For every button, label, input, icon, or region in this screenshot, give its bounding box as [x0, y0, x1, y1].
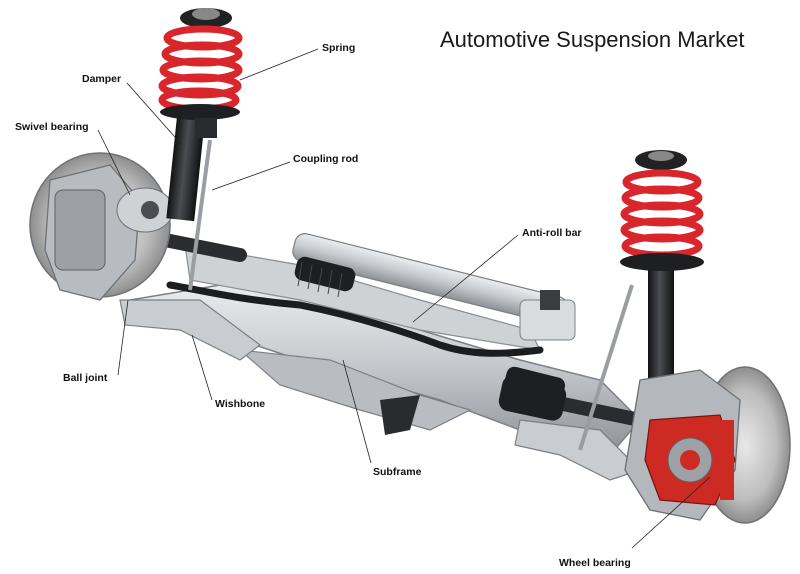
- label-subframe: Subframe: [373, 466, 422, 478]
- label-anti-roll-bar: Anti-roll bar: [522, 227, 582, 239]
- label-spring: Spring: [322, 42, 356, 54]
- leader-lines: [97, 48, 711, 549]
- leader-damper: [126, 82, 183, 146]
- label-wheel-bearing: Wheel bearing: [559, 557, 631, 569]
- coupling-rod-left: [188, 139, 212, 291]
- anti-roll-bar-shape: [166, 281, 544, 357]
- coupling-rod-right: [578, 284, 634, 451]
- label-damper: Damper: [82, 73, 122, 85]
- leader-spring: [239, 48, 319, 81]
- leader-anti-roll-bar: [412, 234, 519, 323]
- leader-subframe: [342, 359, 372, 464]
- page-title: Automotive Suspension Market: [440, 27, 745, 52]
- right-strut: [620, 150, 704, 380]
- left-hub-assembly: [29, 152, 174, 301]
- leader-wheel-bearing: [631, 476, 711, 549]
- wishbone-arm: [119, 299, 642, 481]
- steering-rack: [292, 233, 576, 400]
- left-strut: [158, 8, 243, 222]
- leader-coupling-rod: [211, 161, 291, 191]
- label-ball-joint: Ball joint: [63, 372, 108, 384]
- leader-swivel-bearing: [97, 129, 131, 196]
- label-coupling-rod: Coupling rod: [293, 153, 359, 165]
- leader-ball-joint: [117, 299, 129, 376]
- leader-wishbone: [191, 334, 213, 401]
- label-wishbone: Wishbone: [215, 398, 266, 410]
- label-swivel-bearing: Swivel bearing: [15, 121, 89, 133]
- right-hub-cutaway: [624, 366, 791, 524]
